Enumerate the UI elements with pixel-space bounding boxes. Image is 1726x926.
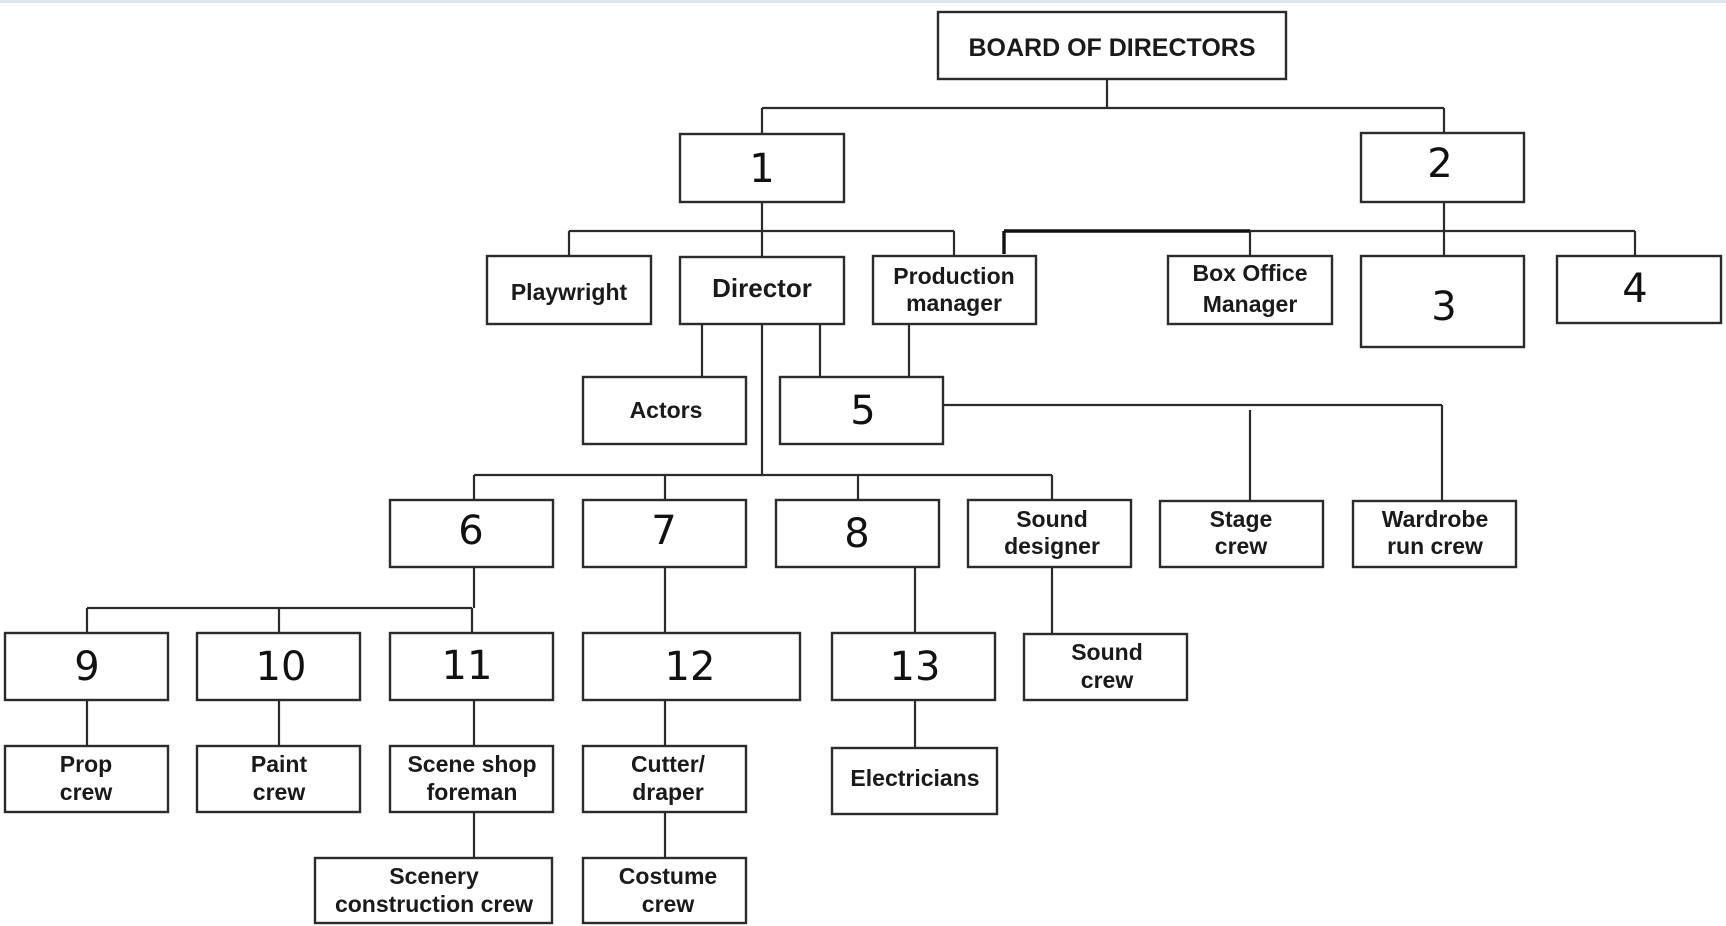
node-wardrobe-run-crew-line2: run crew [1387,533,1483,559]
node-scenery-construction-crew-line1: Scenery [389,863,479,889]
node-11: 11 [388,631,555,702]
node-cutter-draper: Cutter/ draper [581,744,748,814]
node-12: 12 [581,631,802,702]
node-scene-shop-foreman: Scene shop foreman [388,744,555,814]
node-paint-crew-line2: crew [253,779,306,805]
node-playwright-label: Playwright [511,279,628,305]
node-box-office-manager-line2: Manager [1203,291,1298,317]
node-board-of-directors: BOARD OF DIRECTORS [936,10,1288,81]
node-2-label: 2 [1427,141,1452,187]
node-board-of-directors-label: BOARD OF DIRECTORS [968,34,1255,62]
node-actors: Actors [581,375,748,446]
node-10-label: 10 [256,644,307,690]
node-prop-crew-line2: crew [60,779,113,805]
node-6: 6 [388,498,555,569]
node-prop-crew-line1: Prop [60,751,112,777]
node-11-label: 11 [442,643,493,689]
node-4: 4 [1555,254,1723,325]
node-8: 8 [774,498,941,569]
node-sound-designer-line1: Sound [1016,506,1088,532]
node-production-manager-line2: manager [906,290,1002,316]
node-13: 13 [830,631,997,702]
node-costume-crew: Costume crew [581,856,748,925]
node-7: 7 [581,498,748,569]
node-sound-designer: Sound designer [966,498,1133,569]
node-12-label: 12 [665,644,716,690]
node-6-label: 6 [458,508,483,554]
node-sound-designer-line2: designer [1004,533,1100,559]
node-paint-crew: Paint crew [195,744,362,814]
node-stage-crew-line1: Stage [1210,506,1273,532]
node-scene-shop-foreman-line1: Scene shop [407,751,536,777]
node-5: 5 [778,375,945,446]
node-stage-crew-line2: crew [1215,533,1268,559]
node-5-label: 5 [850,388,875,434]
node-director: Director [678,255,846,326]
node-production-manager-line1: Production [893,263,1014,289]
node-sound-crew-line1: Sound [1071,639,1143,665]
node-paint-crew-line1: Paint [251,751,308,777]
node-sound-crew-line2: crew [1081,667,1134,693]
node-box-office-manager-line1: Box Office [1192,260,1307,286]
node-10: 10 [195,631,362,702]
node-box-office-manager: Box Office Manager [1166,254,1334,326]
node-production-manager: Production manager [871,254,1038,326]
node-wardrobe-run-crew-line1: Wardrobe [1382,506,1489,532]
node-electricians-label: Electricians [850,765,979,791]
node-director-label: Director [712,273,812,303]
node-9-label: 9 [74,644,99,690]
node-7-label: 7 [651,508,676,554]
node-scenery-construction-crew: Scenery construction crew [313,856,554,925]
top-border [0,0,1726,3]
node-cutter-draper-line1: Cutter/ [631,751,706,777]
node-2: 2 [1359,131,1526,204]
node-cutter-draper-line2: draper [632,779,704,805]
node-1: 1 [678,132,846,204]
node-4-label: 4 [1622,266,1647,312]
node-playwright: Playwright [485,254,653,326]
node-actors-label: Actors [630,397,703,423]
node-costume-crew-line2: crew [642,891,695,917]
node-electricians: Electricians [830,746,999,816]
node-prop-crew: Prop crew [3,744,170,814]
node-13-label: 13 [890,644,941,690]
node-scenery-construction-crew-line2: construction crew [335,891,533,917]
node-stage-crew: Stage crew [1158,499,1325,569]
node-9: 9 [3,631,170,702]
node-wardrobe-run-crew: Wardrobe run crew [1351,499,1518,569]
node-8-label: 8 [844,511,869,557]
node-3-label: 3 [1431,284,1456,330]
node-sound-crew: Sound crew [1022,632,1189,702]
node-costume-crew-line1: Costume [619,863,717,889]
connectors [85,79,1637,858]
node-scene-shop-foreman-line2: foreman [427,779,518,805]
node-1-label: 1 [749,146,774,192]
node-3: 3 [1359,254,1526,349]
